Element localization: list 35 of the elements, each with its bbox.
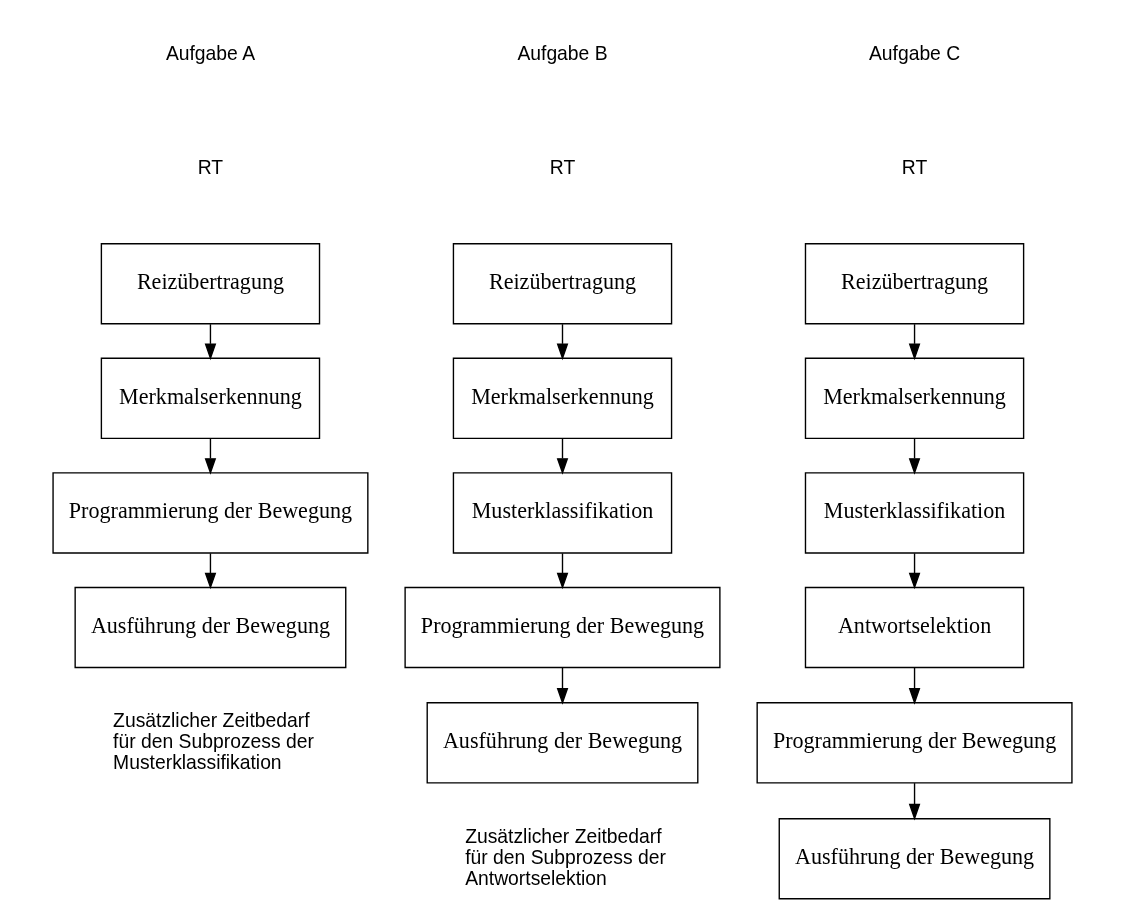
node-box: Programmierung der Bewegung <box>404 586 721 668</box>
node-box: Ausführung der Bewegung <box>426 701 699 783</box>
node-box: Reizübertragung <box>452 242 673 324</box>
label: Aufgabe B <box>517 42 608 64</box>
arrow <box>556 437 569 475</box>
arrow <box>908 552 921 589</box>
node-box: Merkmalserkennung <box>100 357 321 439</box>
node-box: Reizübertragung <box>804 242 1025 324</box>
label: Zusätzlicher Zeitbedarf für den Subprozess der Antwortselektion <box>465 825 666 889</box>
node-box: Ausführung der Bewegung <box>778 817 1051 899</box>
arrow <box>204 437 217 475</box>
label: RT <box>901 156 928 178</box>
node-box: Reizübertragung <box>100 242 321 324</box>
label: Aufgabe A <box>165 42 256 64</box>
arrow <box>556 666 569 705</box>
node-box: Antwortselektion <box>804 586 1025 668</box>
node-box: Ausführung der Bewegung <box>74 586 347 668</box>
label: Zusätzlicher Zeitbedarf für den Subprozess der Musterklassifikation <box>113 709 314 773</box>
label: RT <box>197 156 224 178</box>
node-box: Merkmalserkennung <box>804 357 1025 439</box>
node-box: Programmierung der Bewegung <box>756 701 1073 783</box>
arrow <box>556 552 569 589</box>
label: Aufgabe C <box>868 42 961 64</box>
arrow <box>908 437 921 475</box>
node-box: Merkmalserkennung <box>452 357 673 439</box>
arrow <box>556 323 569 360</box>
arrow <box>908 781 921 820</box>
arrow <box>908 323 921 360</box>
arrow <box>204 323 217 360</box>
arrow <box>204 552 217 589</box>
arrow <box>908 666 921 705</box>
node-box: Programmierung der Bewegung <box>52 471 369 554</box>
node-box: Musterklassifikation <box>452 471 673 554</box>
label: RT <box>549 156 576 178</box>
node-box: Musterklassifikation <box>804 471 1025 554</box>
